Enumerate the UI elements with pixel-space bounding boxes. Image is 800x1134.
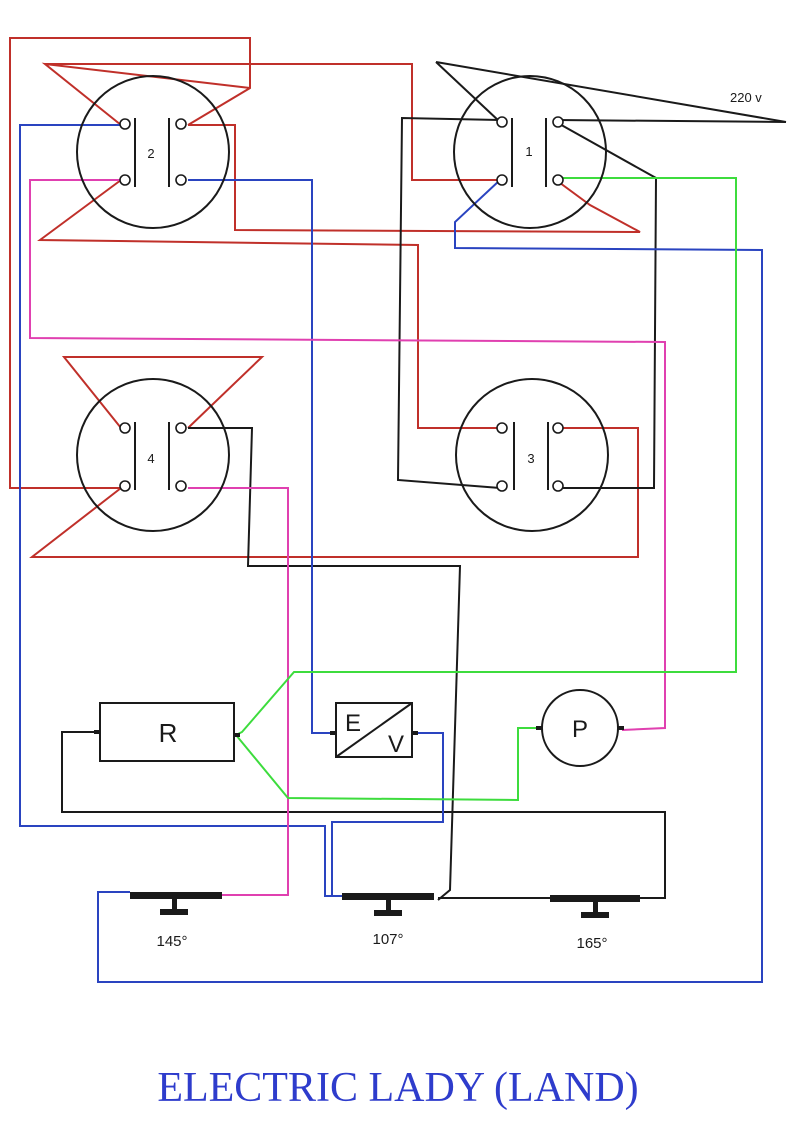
valve-e-label: E — [345, 710, 361, 737]
valve-v-label: V — [388, 731, 404, 758]
relay-3-label: 3 — [527, 451, 534, 466]
resistor: R — [94, 702, 240, 762]
pump-label: P — [572, 716, 588, 743]
red-wires — [9, 37, 641, 558]
relay-4-label: 4 — [147, 451, 154, 466]
magenta-wires — [29, 179, 666, 896]
solenoid-valve: E V — [330, 702, 418, 758]
pump: P — [536, 689, 624, 767]
relay-1-label: 1 — [525, 144, 532, 159]
thermostat-107-label: 107° — [372, 931, 403, 948]
thermostat-107: 107° — [342, 893, 434, 948]
resistor-label: R — [159, 718, 178, 748]
relay-2: 2 — [76, 75, 230, 229]
blue-wires — [19, 124, 763, 983]
relay-4: 4 — [76, 378, 230, 532]
relay-2-label: 2 — [147, 146, 154, 161]
thermostat-165: 165° — [550, 895, 640, 952]
diagram-title: ELECTRIC LADY (LAND) — [157, 1065, 638, 1111]
thermostat-145: 145° — [130, 892, 222, 950]
relay-1: 1 — [453, 75, 607, 229]
thermostat-165-label: 165° — [576, 935, 607, 952]
supply-voltage-label: 220 v — [730, 90, 762, 105]
black-wires — [61, 61, 787, 901]
relay-3: 3 — [455, 378, 609, 532]
green-wires — [235, 177, 737, 802]
thermostat-145-label: 145° — [156, 933, 187, 950]
